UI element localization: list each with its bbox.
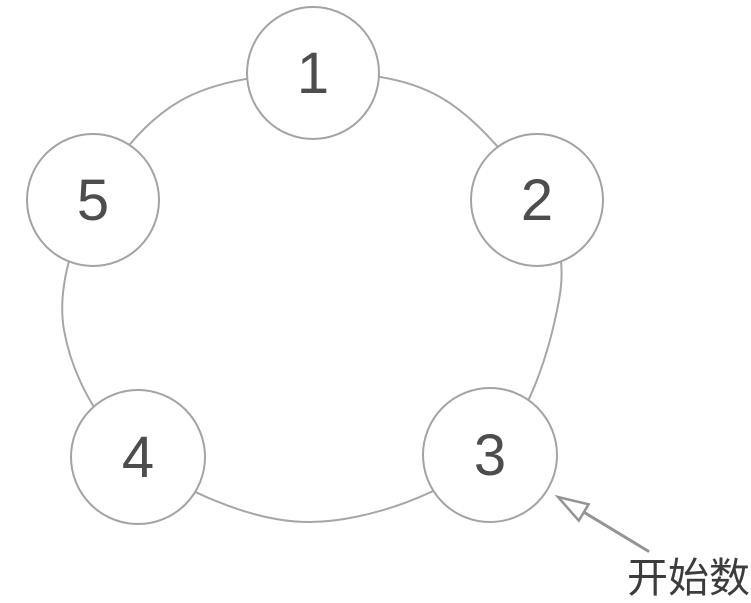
start-arrow [554, 494, 650, 553]
node-circle-4 [70, 389, 206, 525]
node-circle-5 [26, 133, 160, 267]
node-label-1: 1 [297, 41, 329, 106]
node-circle-1 [246, 6, 380, 140]
node-1: 1 [246, 6, 380, 140]
node-label-2: 2 [521, 168, 553, 233]
arrowhead-icon [554, 494, 591, 523]
node-4: 4 [70, 389, 206, 525]
node-3: 3 [422, 387, 558, 523]
annotation-label: 开始数 [627, 555, 750, 601]
node-label-3: 3 [474, 423, 506, 488]
node-circle-2 [470, 133, 604, 267]
node-label-4: 4 [122, 425, 154, 490]
node-label-5: 5 [77, 168, 109, 233]
node-2: 2 [470, 133, 604, 267]
node-circle-3 [422, 387, 558, 523]
node-5: 5 [26, 133, 160, 267]
